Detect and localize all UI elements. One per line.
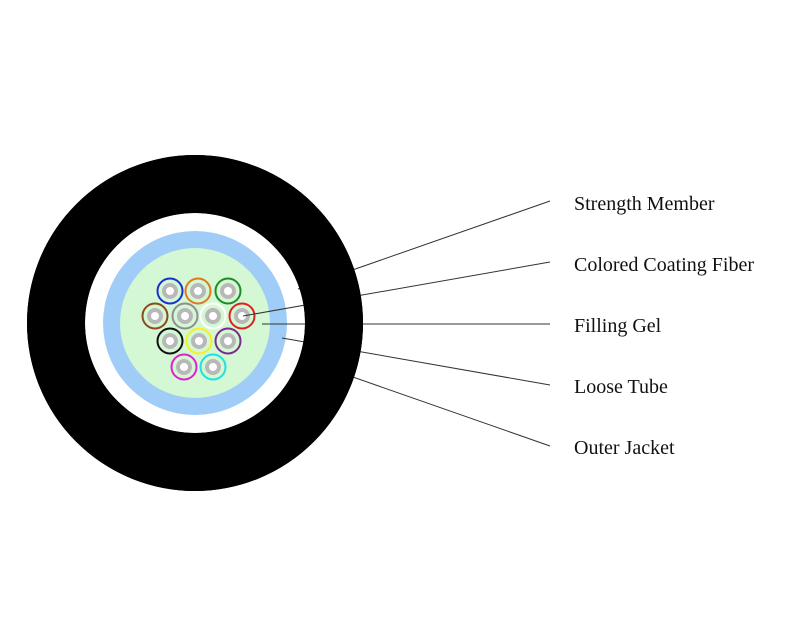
label-strength-member: Strength Member bbox=[574, 193, 715, 215]
label-loose-tube: Loose Tube bbox=[574, 376, 668, 398]
fiber-coating-ring bbox=[156, 327, 184, 355]
outer-jacket bbox=[27, 155, 363, 491]
fiber-core bbox=[238, 312, 246, 320]
fiber-core bbox=[224, 337, 232, 345]
fiber-coating-ring bbox=[199, 353, 227, 381]
fiber-core bbox=[195, 337, 203, 345]
fiber-coating-ring bbox=[156, 277, 184, 305]
fiber-coating-ring bbox=[199, 302, 227, 330]
leader-line-colored-coating-fiber bbox=[242, 261, 551, 317]
fiber-coating-ring bbox=[214, 277, 242, 305]
fiber-group bbox=[141, 277, 256, 381]
fiber-core bbox=[151, 312, 159, 320]
fiber-core bbox=[166, 337, 174, 345]
fiber-coating-ring bbox=[184, 277, 212, 305]
fiber-core bbox=[224, 287, 232, 295]
fiber-core bbox=[209, 363, 217, 371]
fiber-coating-ring bbox=[185, 327, 213, 355]
fiber-core bbox=[209, 312, 217, 320]
leader-line-outer-jacket bbox=[329, 368, 551, 447]
fiber-core bbox=[166, 287, 174, 295]
label-outer-jacket: Outer Jacket bbox=[574, 437, 675, 459]
fiber-coating-ring bbox=[141, 302, 169, 330]
fiber-coating-ring bbox=[228, 302, 256, 330]
label-colored-coating-fiber: Colored Coating Fiber bbox=[574, 254, 754, 276]
fiber-core bbox=[181, 312, 189, 320]
fiber-coating-ring bbox=[170, 353, 198, 381]
label-filling-gel: Filling Gel bbox=[574, 315, 662, 337]
fiber-core bbox=[194, 287, 202, 295]
fiber-coating-ring bbox=[214, 327, 242, 355]
fiber-core bbox=[180, 363, 188, 371]
fiber-coating-ring bbox=[171, 302, 199, 330]
